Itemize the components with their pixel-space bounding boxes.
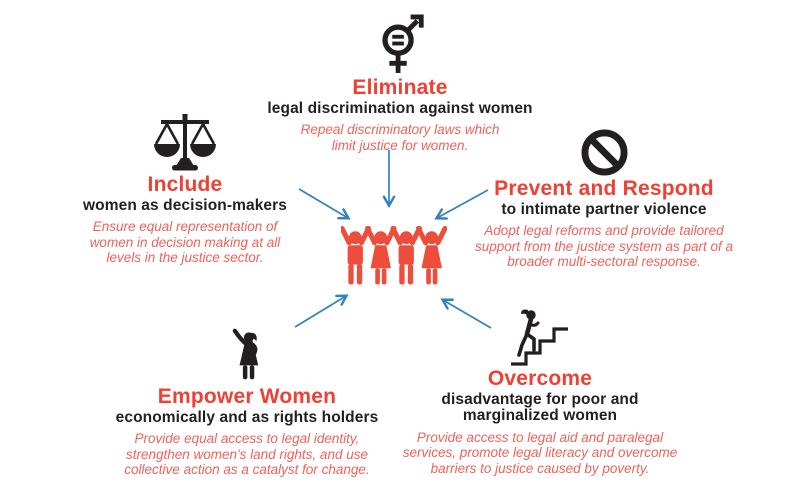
- section-eliminate: Eliminate legal discrimination against w…: [250, 13, 550, 153]
- section-title: Overcome: [487, 367, 593, 390]
- section-prevent: Prevent and Respond to intimate partner …: [454, 129, 754, 270]
- no-symbol-icon: [454, 129, 754, 176]
- scales-of-justice-icon: [35, 114, 335, 172]
- section-empower: Empower Women economically and as rights…: [97, 328, 397, 478]
- section-description: Ensure equal representation of women in …: [89, 219, 281, 266]
- section-subtitle: disadvantage for poor and marginalized w…: [441, 391, 639, 425]
- section-include: Include women as decision-makers Ensure …: [35, 114, 335, 266]
- section-title: Prevent and Respond: [494, 177, 714, 200]
- section-title: Eliminate: [352, 76, 448, 99]
- section-subtitle: to intimate partner violence: [501, 201, 707, 219]
- section-description: Adopt legal reforms and provide tailored…: [474, 223, 734, 270]
- gender-equality-icon: [250, 13, 550, 75]
- woman-climbing-stairs-icon: [390, 308, 690, 366]
- section-description: Provide equal access to legal identity, …: [124, 431, 370, 478]
- section-subtitle: economically and as rights holders: [115, 409, 379, 427]
- section-subtitle: legal discrimination against women: [267, 100, 533, 118]
- section-title: Include: [147, 173, 223, 196]
- section-overcome: Overcome disadvantage for poor and margi…: [390, 308, 690, 476]
- people-arms-raised-icon: [339, 224, 448, 293]
- section-description: Repeal discriminatory laws which limit j…: [300, 122, 500, 153]
- section-subtitle: women as decision-makers: [83, 197, 287, 215]
- section-title: Empower Women: [157, 385, 337, 408]
- woman-raising-arm-icon: [97, 328, 397, 384]
- section-description: Provide access to legal aid and paralega…: [402, 429, 678, 476]
- arrow-from-lower-left: [294, 294, 349, 328]
